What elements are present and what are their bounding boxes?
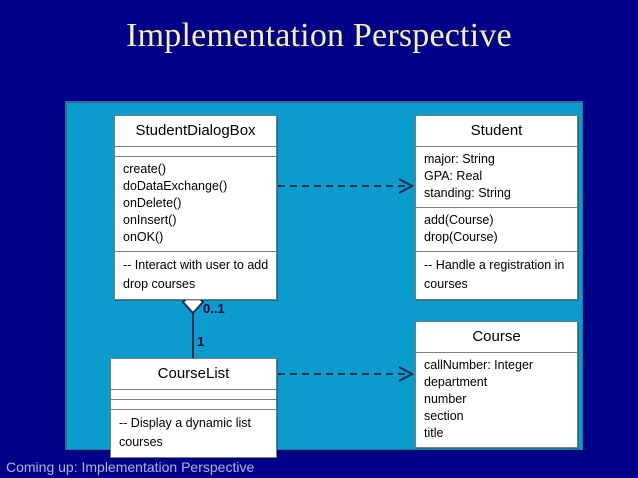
uml-class-course[interactable]: Course callNumber: Integer department nu… [415, 321, 578, 448]
uml-note-line: -- Handle a registration in [424, 258, 565, 272]
uml-note-line: courses [424, 277, 468, 291]
uml-note-line: drop courses [123, 277, 196, 291]
uml-operations-compartment: create() doDataExchange() onDelete() onI… [115, 157, 276, 252]
uml-attribute: standing: String [424, 186, 511, 200]
uml-class-name: Course [416, 322, 577, 353]
uml-note-line: courses [119, 435, 163, 449]
uml-note-line: -- Interact with user to add [123, 258, 269, 272]
uml-class-student[interactable]: Student major: String GPA: Real standing… [415, 115, 578, 300]
uml-note-compartment: -- Display a dynamic list courses [111, 410, 276, 457]
uml-attribute: department [424, 375, 488, 389]
uml-class-studentdialogbox[interactable]: StudentDialogBox create() doDataExchange… [114, 115, 277, 300]
multiplicity-label-target: 1 [197, 334, 205, 349]
uml-operations-compartment: add(Course) drop(Course) [416, 208, 577, 252]
uml-class-name: Student [416, 116, 577, 147]
uml-note-compartment: -- Interact with user to add drop course… [115, 252, 276, 299]
uml-diagram-panel: 0..1 1 StudentDialogBox create() doDataE… [65, 101, 583, 458]
uml-attributes-compartment: major: String GPA: Real standing: String [416, 147, 577, 208]
uml-attributes-compartment: callNumber: Integer department number se… [416, 353, 577, 447]
dependency-courselist-to-course [278, 366, 415, 382]
uml-attributes-compartment [111, 390, 276, 400]
uml-attribute: section [424, 409, 464, 423]
uml-operation: onOK() [123, 230, 164, 244]
uml-operation: doDataExchange() [123, 179, 228, 193]
uml-attribute: callNumber: Integer [424, 358, 534, 372]
uml-attribute: title [424, 426, 444, 440]
uml-operation: drop(Course) [424, 230, 498, 244]
page-title: Implementation Perspective [126, 17, 512, 54]
uml-attributes-compartment [115, 147, 276, 157]
uml-attribute: GPA: Real [424, 169, 483, 183]
uml-operations-compartment [111, 400, 276, 410]
uml-class-courselist[interactable]: CourseList -- Display a dynamic list cou… [110, 358, 277, 458]
coming-up-note: Coming up: Implementation Perspective [6, 459, 255, 475]
uml-operation: onDelete() [123, 196, 182, 210]
uml-operation: add(Course) [424, 213, 494, 227]
uml-class-name: CourseList [111, 359, 276, 390]
dependency-dialogbox-to-student [278, 178, 415, 194]
uml-class-name: StudentDialogBox [115, 116, 276, 147]
uml-note-compartment: -- Handle a registration in courses [416, 252, 577, 299]
uml-note-line: -- Display a dynamic list [119, 416, 251, 430]
uml-operation: onInsert() [123, 213, 177, 227]
uml-operation: create() [123, 162, 167, 176]
multiplicity-label-source: 0..1 [203, 301, 225, 316]
uml-attribute: major: String [424, 152, 495, 166]
uml-attribute: number [424, 392, 467, 406]
